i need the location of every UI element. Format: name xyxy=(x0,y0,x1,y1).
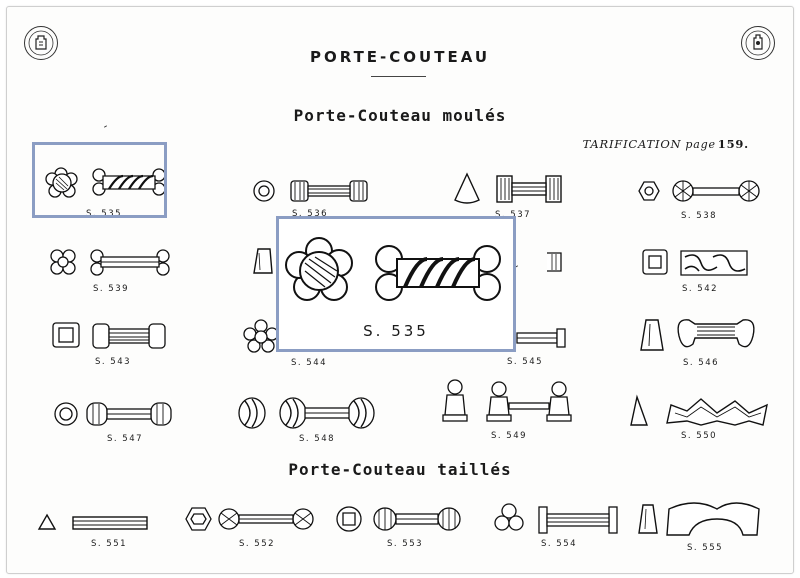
item-s547-code: S. 547 xyxy=(107,434,144,444)
title-rule xyxy=(371,76,426,77)
item-s538-code: S. 538 xyxy=(681,211,718,221)
item-s545-illustration-icon xyxy=(516,328,566,348)
item-s549-illustration-icon xyxy=(442,379,572,422)
item-s544-code: S. 544 xyxy=(291,358,328,368)
item-s550-illustration-icon xyxy=(630,394,768,426)
item-s541-illustration-icon xyxy=(547,252,562,272)
item-s536-code: S. 536 xyxy=(292,209,329,219)
item-s554-code: S. 554 xyxy=(541,539,578,549)
item-s548-illustration-icon xyxy=(238,397,375,429)
section-title-moules: Porte-Couteau moulés xyxy=(293,106,507,125)
item-s552-code: S. 552 xyxy=(239,539,276,549)
item-s535-code: S. 535 xyxy=(86,209,123,219)
hallmark-seal-left-icon xyxy=(24,26,58,60)
item-s537-code: S. 537 xyxy=(495,210,532,220)
highlight-box-s535 xyxy=(32,142,167,218)
item-s545-code: S. 545 xyxy=(507,357,544,367)
item-s539-code: S. 539 xyxy=(93,284,130,294)
item-s547-illustration-icon xyxy=(54,402,172,426)
item-s546-code: S. 546 xyxy=(683,358,720,368)
item-s539-illustration-icon xyxy=(50,249,170,276)
item-s548-code: S. 548 xyxy=(299,434,336,444)
item-s542-code: S. 542 xyxy=(682,284,719,294)
hallmark-seal-right-icon xyxy=(741,26,775,60)
item-s551-code: S. 551 xyxy=(91,539,128,549)
item-s555-illustration-icon xyxy=(638,502,760,536)
section-title-tailles: Porte-Couteau taillés xyxy=(288,460,512,479)
item-s543-illustration-icon xyxy=(52,322,166,349)
item-s554-illustration-icon xyxy=(494,503,618,534)
item-s540-illustration-icon xyxy=(253,248,273,274)
item-s550-code: S. 550 xyxy=(681,431,718,441)
item-s544-illustration-icon xyxy=(243,319,279,353)
zoom-panel-code: S. 535 xyxy=(363,322,429,340)
item-s546-illustration-icon xyxy=(640,319,755,351)
item-s537-illustration-icon xyxy=(454,172,562,204)
item-s549-code: S. 549 xyxy=(491,431,528,441)
item-s553-code: S. 553 xyxy=(387,539,424,549)
tarification-page-word: page xyxy=(685,138,716,151)
tarification-page-number: 159. xyxy=(717,137,749,151)
item-s552-illustration-icon xyxy=(185,507,314,531)
item-s555-code: S. 555 xyxy=(687,543,724,553)
item-s538-illustration-icon xyxy=(638,180,760,202)
page-title: PORTE-COUTEAU xyxy=(309,48,491,66)
item-s553-illustration-icon xyxy=(336,506,461,532)
item-s536-illustration-icon xyxy=(253,180,368,202)
item-s543-code: S. 543 xyxy=(95,357,132,367)
item-s542-illustration-icon xyxy=(642,249,748,276)
zoom-s535-illustration-icon xyxy=(285,237,501,301)
item-s551-illustration-icon xyxy=(37,513,148,530)
item-s535-illustration-icon xyxy=(45,167,166,198)
print-speck xyxy=(103,125,108,128)
catalog-sheet: PORTE-COUTEAU Porte-Couteau moulés TARIF… xyxy=(6,6,794,574)
tarification-label: TARIFICATION xyxy=(582,137,682,151)
zoom-panel-s535[interactable]: S. 535 xyxy=(276,216,516,352)
